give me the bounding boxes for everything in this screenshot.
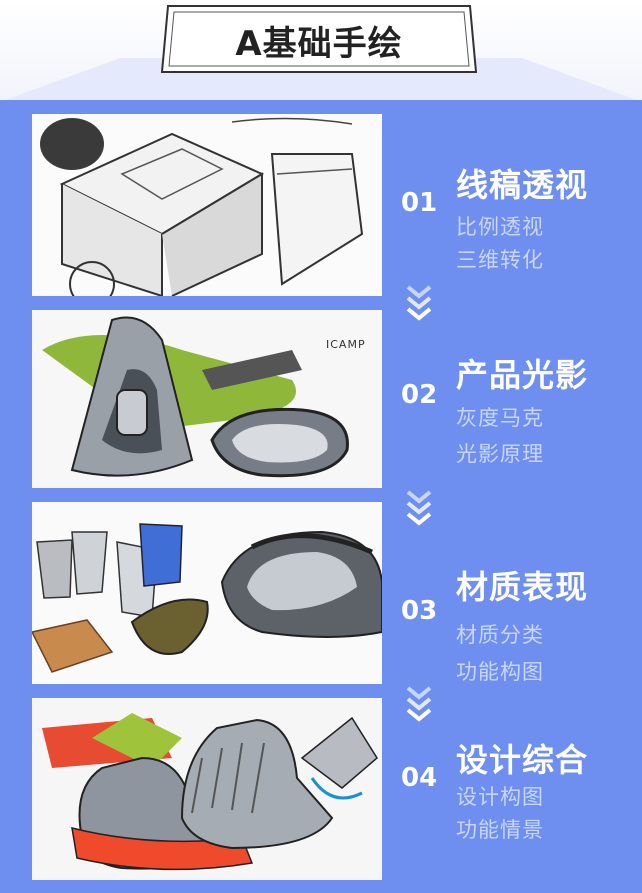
section-heading: 产品光影 (456, 356, 589, 394)
triple-chevron-down-icon (406, 686, 432, 722)
watermark: ICAMP (326, 338, 366, 351)
section-number: 04 (401, 763, 438, 793)
sketch-image-line-perspective (32, 114, 382, 296)
sketch-image-materials (32, 502, 382, 684)
page-title: A基础手绘 (235, 24, 403, 64)
triple-chevron-down-icon (406, 490, 432, 526)
sketch-image-product-lighting: ICAMP (32, 310, 382, 488)
section-item: 设计构图 (456, 785, 544, 809)
section-item: 材质分类 (456, 623, 544, 647)
triple-chevron-down-icon (406, 285, 432, 321)
section-item: 灰度马克 (456, 406, 544, 430)
title-tab: A基础手绘 (160, 4, 478, 76)
section-item: 比例透视 (456, 215, 544, 239)
section-item: 三维转化 (456, 248, 544, 272)
banner-wedge (0, 58, 642, 102)
section-item: 光影原理 (456, 442, 544, 466)
section-heading: 材质表现 (456, 568, 589, 606)
section-number: 03 (401, 596, 438, 626)
section-item: 功能构图 (456, 660, 544, 684)
section-item: 功能情景 (456, 818, 544, 842)
sketch-image-design-synthesis (32, 698, 382, 880)
section-number: 02 (401, 380, 438, 410)
section-heading: 线稿透视 (456, 166, 589, 204)
section-heading: 设计综合 (456, 741, 589, 779)
section-number: 01 (401, 188, 438, 218)
